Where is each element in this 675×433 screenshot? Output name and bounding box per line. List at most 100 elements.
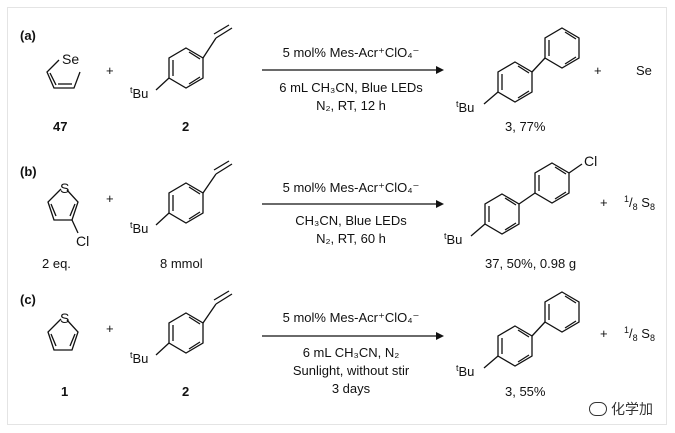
chlorothiophene-double-1 xyxy=(50,203,57,217)
product-ring2-c xyxy=(544,291,580,333)
thiophene-double-2 xyxy=(69,333,76,347)
tbu-bond-c xyxy=(155,342,170,356)
alkyne-bond-c xyxy=(202,303,217,324)
product-ring1-inner2-a xyxy=(517,65,530,74)
tbu-label-a: tBu xyxy=(130,85,148,101)
condition-a-line1: 5 mol% Mes-Acr⁺ClO₄⁻ xyxy=(283,45,420,60)
chlorothiophene-double-2 xyxy=(69,203,76,217)
compound-number-1: 1 xyxy=(61,384,68,399)
chlorobiphenyl-product-b: Cl tBu xyxy=(444,153,597,247)
benzene-inner-c2 xyxy=(188,316,201,325)
panel-c-label: (c) xyxy=(20,292,36,307)
product-ring1-inner2-c xyxy=(517,329,530,338)
chlorine-atom-b: Cl xyxy=(76,233,89,249)
product-ring1-inner3-a xyxy=(517,90,530,99)
panel-b: (b) S Cl 2 eq. + tB xyxy=(20,153,655,271)
condition-a-line2: 6 mL CH₃CN, Blue LEDs xyxy=(279,80,423,95)
condition-c-line4: 3 days xyxy=(332,381,371,396)
alkyne-bond-a xyxy=(202,37,217,59)
tbu-label-b: tBu xyxy=(130,220,148,236)
product-biaryl-bond-b xyxy=(518,192,536,205)
watermark: 化学加 xyxy=(589,399,653,419)
byproduct-sulfur-b: 1/8 S8 xyxy=(624,194,655,212)
benzene-ring-c xyxy=(168,312,204,354)
plus-sign-c1: + xyxy=(106,321,114,336)
biphenyl-product-a: tBu xyxy=(456,27,580,115)
chlorothiophene-ring xyxy=(47,188,79,221)
condition-b-line2: CH₃CN, Blue LEDs xyxy=(295,213,407,228)
product-tbu-label-b: tBu xyxy=(444,231,462,247)
product-ring1-inner2-b xyxy=(504,197,517,206)
product-ring2-inner2-b xyxy=(554,166,567,175)
alkyne-triple-b2 xyxy=(213,160,230,171)
product-ring1-a xyxy=(497,61,533,103)
biphenyl-product-c: tBu xyxy=(456,291,580,379)
benzene-ring-a xyxy=(168,47,204,89)
panel-a: (a) Se 47 + tBu 2 xyxy=(20,24,652,134)
product-tbu-bond-a xyxy=(483,91,499,105)
chloro-bond xyxy=(71,219,79,234)
alkyne-reactant-b: tBu xyxy=(130,160,233,236)
condition-b-line3: N₂, RT, 60 h xyxy=(316,231,386,246)
tbu-bond-b xyxy=(155,212,170,226)
panel-b-label: (b) xyxy=(20,164,37,179)
product-ring1-c xyxy=(497,325,533,367)
alkyne-reactant-a: tBu xyxy=(130,24,233,101)
condition-c-line1: 5 mol% Mes-Acr⁺ClO₄⁻ xyxy=(283,310,420,325)
product-tbu-label-c: tBu xyxy=(456,363,474,379)
chlorothiophene-structure: S Cl xyxy=(47,180,89,249)
product-caption-b: 37, 50%, 0.98 g xyxy=(485,256,576,271)
byproduct-selenium: Se xyxy=(636,63,652,78)
product-ring2-inner2-c xyxy=(564,295,577,304)
arrowhead-b xyxy=(436,200,444,208)
compound-number-2-a: 2 xyxy=(182,119,189,134)
arrowhead-c xyxy=(436,332,444,340)
plus-sign-a1: + xyxy=(106,63,114,78)
product-ring1-inner3-b xyxy=(504,222,517,231)
benzene-ring-b xyxy=(168,182,204,224)
benzene-inner-a2 xyxy=(188,51,201,60)
product-ring2-inner3-a xyxy=(564,56,577,65)
alkyne-triple-a2 xyxy=(213,24,230,35)
alkyne-reactant-c: tBu xyxy=(130,290,233,366)
frame-border xyxy=(7,7,667,425)
sulfur-atom-c: S xyxy=(60,310,69,326)
sulfur-atom-b: S xyxy=(60,180,69,196)
thiophene-ring xyxy=(47,318,79,351)
benzene-inner-a3 xyxy=(188,76,201,85)
compound-number-47: 47 xyxy=(53,119,67,134)
compound-number-2-c: 2 xyxy=(182,384,189,399)
plus-sign-a2: + xyxy=(594,63,602,78)
watermark-text: 化学加 xyxy=(611,402,653,418)
tbu-bond-a xyxy=(155,77,170,91)
condition-c-line2: 6 mL CH₃CN, N₂ xyxy=(303,345,400,360)
condition-b-line1: 5 mol% Mes-Acr⁺ClO₄⁻ xyxy=(283,180,420,195)
plus-sign-c2: + xyxy=(600,326,608,341)
benzene-inner-c3 xyxy=(188,341,201,350)
product-ring2-inner3-c xyxy=(564,320,577,329)
chat-bubble-icon xyxy=(589,402,607,416)
reactant-amount-b: 8 mmol xyxy=(160,256,203,271)
product-ring2-a xyxy=(544,27,580,69)
product-ring2-b xyxy=(534,162,570,204)
benzene-inner-b2 xyxy=(188,186,201,195)
byproduct-sulfur-c: 1/8 S8 xyxy=(624,325,655,343)
condition-c-line3: Sunlight, without stir xyxy=(293,363,410,378)
product-ring2-inner2-a xyxy=(564,31,577,40)
arrowhead-a xyxy=(436,66,444,74)
panel-a-label: (a) xyxy=(20,28,36,43)
alkyne-bond-b xyxy=(202,173,217,194)
product-tbu-bond-b xyxy=(470,223,486,237)
product-biaryl-bond-a xyxy=(531,57,546,73)
plus-sign-b1: + xyxy=(106,191,114,206)
selenophene-structure: Se xyxy=(46,51,81,89)
product-chloro-bond-b xyxy=(568,163,583,174)
thiophene-structure: S xyxy=(47,310,79,351)
selenophene-ring xyxy=(46,59,81,89)
product-ring1-inner3-c xyxy=(517,354,530,363)
product-chlorine-atom-b: Cl xyxy=(584,153,597,169)
alkyne-triple-b1 xyxy=(215,163,233,175)
plus-sign-b2: + xyxy=(600,195,608,210)
